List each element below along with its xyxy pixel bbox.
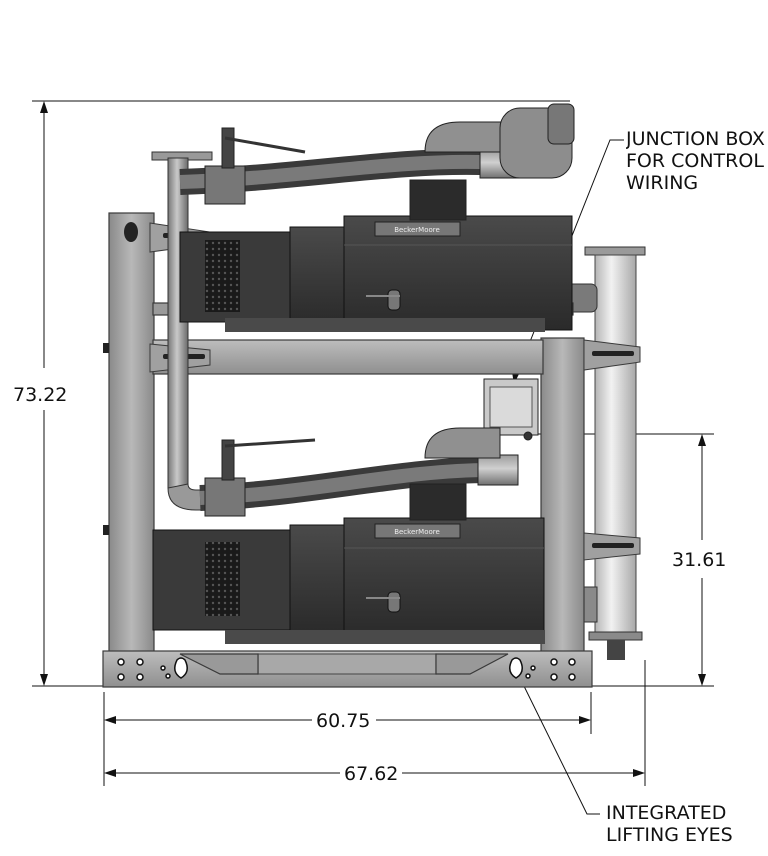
junction-box-line-1: JUNCTION BOX bbox=[626, 128, 765, 150]
lower-pump: BeckerMoore bbox=[152, 517, 545, 644]
upper-brand-plate: BeckerMoore bbox=[394, 226, 440, 234]
dim-lower-height: 31.61 bbox=[672, 549, 727, 571]
dim-overall-width: 67.62 bbox=[344, 763, 399, 785]
junction-box bbox=[483, 378, 539, 441]
dim-frame-width: 60.75 bbox=[316, 710, 371, 732]
separator-tube bbox=[564, 246, 646, 660]
lower-brand-plate: BeckerMoore bbox=[394, 528, 440, 536]
lifting-eyes-callout: INTEGRATED LIFTING EYES bbox=[606, 802, 733, 846]
dim-overall-height: 73.22 bbox=[13, 384, 68, 406]
dimension-arrowheads bbox=[40, 101, 706, 777]
lower-piping bbox=[199, 427, 519, 521]
junction-box-line-2: FOR CONTROL bbox=[626, 150, 764, 172]
base-lifting-holes bbox=[117, 657, 576, 681]
lifting-eyes-line-2: LIFTING EYES bbox=[606, 824, 733, 846]
upper-piping bbox=[179, 103, 575, 221]
junction-box-line-3: WIRING bbox=[626, 172, 699, 194]
junction-box-callout: JUNCTION BOX FOR CONTROL WIRING bbox=[626, 128, 768, 194]
vertical-pipe bbox=[151, 151, 213, 511]
upper-pump: BeckerMoore bbox=[179, 215, 573, 332]
lifting-eyes-line-1: INTEGRATED bbox=[606, 802, 727, 824]
